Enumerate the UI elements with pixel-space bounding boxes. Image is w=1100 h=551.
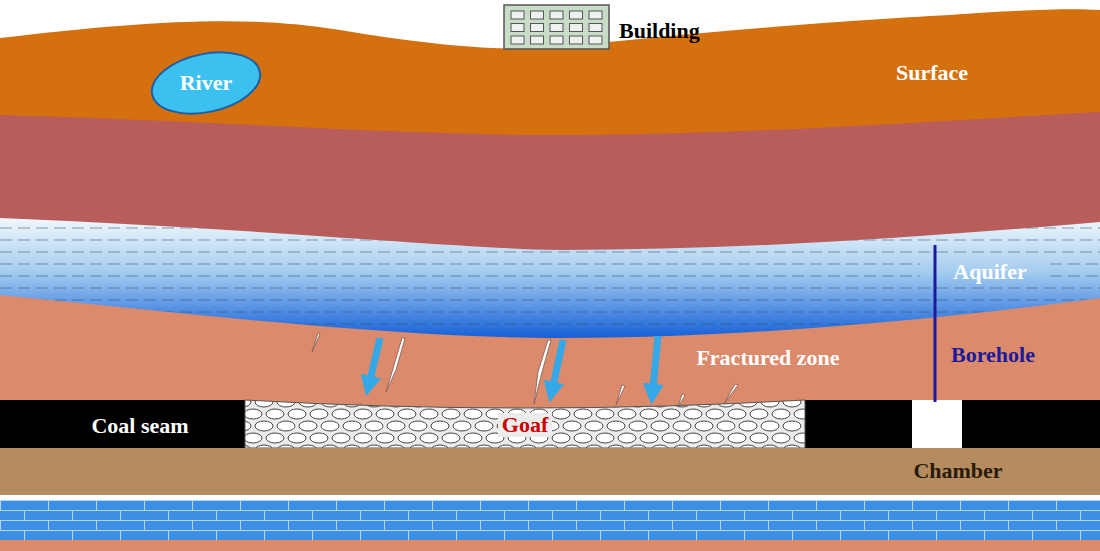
layer-label: Aquifer <box>953 259 1026 284</box>
goaf-zone: Goaf <box>245 402 805 448</box>
river-label: River <box>180 71 233 95</box>
building-symbol: Building <box>503 4 700 50</box>
river-ellipse: River <box>148 50 264 116</box>
building-label: Building <box>619 19 700 43</box>
label-holder: Chamber <box>913 459 1002 483</box>
zone-label: Fractured zone <box>696 345 839 370</box>
label-holder: Borehole <box>951 343 1035 367</box>
layer-label: Coal seam <box>91 413 188 438</box>
building-icon <box>503 4 610 50</box>
label-holder: Surface <box>896 61 968 85</box>
borehole-label: Borehole <box>951 342 1035 367</box>
goaf-label: Goaf <box>498 413 552 437</box>
label-holder: Fractured zone <box>696 346 839 370</box>
label-holder: Aquifer <box>953 260 1026 284</box>
layer-label: Surface <box>896 60 968 85</box>
label-holder: Coal seam <box>91 414 188 438</box>
chamber-label: Chamber <box>913 458 1002 483</box>
